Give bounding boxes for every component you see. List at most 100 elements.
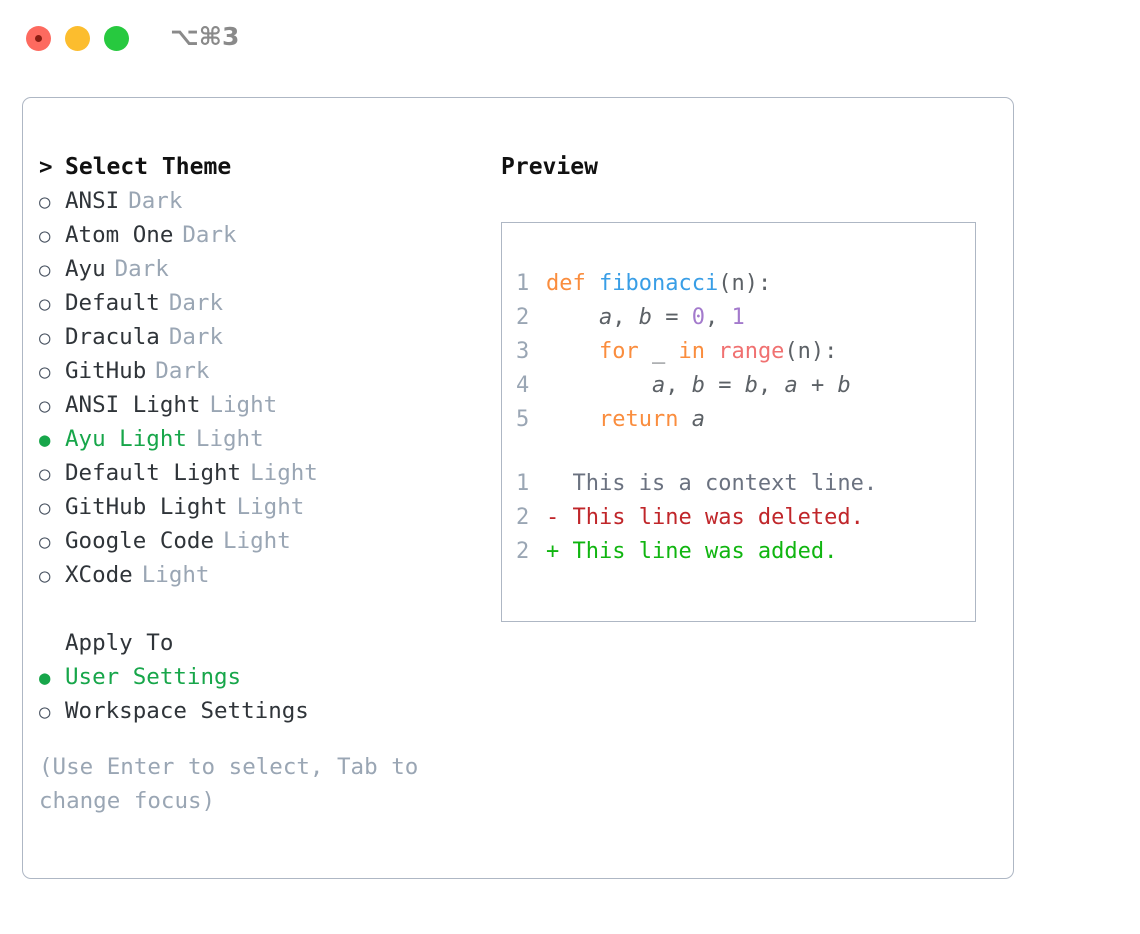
radio-unselected-icon[interactable]: ○: [39, 259, 51, 281]
theme-option-github[interactable]: ○ GitHub Dark: [39, 354, 489, 388]
diff-sign: +: [546, 539, 573, 564]
theme-option-github-light[interactable]: ○ GitHub Light Light: [39, 490, 489, 524]
code-content: for _ in range(n):: [546, 335, 837, 369]
radio-unselected-icon[interactable]: ○: [39, 497, 51, 519]
theme-option-default[interactable]: ○ Default Dark: [39, 286, 489, 320]
theme-picker: > Select Theme ○ ANSI Dark ○ Atom One Da…: [39, 150, 489, 818]
close-button[interactable]: [26, 26, 51, 51]
diff-line-deleted: 2 - This line was deleted.: [516, 501, 975, 535]
code-token: =: [704, 373, 745, 398]
radio-unselected-icon[interactable]: ○: [39, 225, 51, 247]
theme-option-label: ANSI: [65, 188, 120, 214]
code-line: 2 a, b = 0, 1: [516, 301, 975, 335]
theme-option-tag: Dark: [114, 256, 169, 282]
code-token: range: [718, 339, 785, 364]
maximize-button[interactable]: [104, 26, 129, 51]
code-token: ,: [665, 373, 692, 398]
caret-icon: >: [39, 154, 53, 180]
line-number: 1: [516, 271, 530, 296]
theme-option-label: ANSI Light: [65, 392, 201, 418]
code-token: b: [744, 373, 758, 398]
title-bar: ⌥⌘3: [0, 0, 1140, 76]
code-token: (n):: [784, 339, 838, 364]
code-token: return: [598, 407, 692, 432]
radio-unselected-icon[interactable]: ○: [39, 293, 51, 315]
theme-option-ansi[interactable]: ○ ANSI Dark: [39, 184, 489, 218]
diff-sign: -: [546, 505, 573, 530]
code-token: _: [651, 339, 666, 364]
theme-option-tag: Light: [236, 494, 305, 520]
code-token: [546, 373, 652, 398]
theme-option-label: XCode: [65, 562, 133, 588]
code-token: def: [546, 271, 599, 296]
theme-picker-header: > Select Theme: [39, 150, 489, 184]
diff-line-added: 2 + This line was added.: [516, 535, 975, 569]
theme-option-atom-one[interactable]: ○ Atom One Dark: [39, 218, 489, 252]
code-token: =: [651, 305, 692, 330]
radio-unselected-icon[interactable]: ○: [39, 361, 51, 383]
code-token: a: [598, 305, 613, 330]
theme-option-google-code[interactable]: ○ Google Code Light: [39, 524, 489, 558]
diff-text: This is a context line.: [572, 471, 878, 496]
theme-option-label: Default Light: [65, 460, 242, 486]
diff-line-context: 1 This is a context line.: [516, 467, 975, 501]
apply-to-option-label: Workspace Settings: [65, 698, 309, 724]
diff-spacer: [516, 437, 975, 467]
line-number: 5: [516, 407, 530, 432]
theme-option-tag: Light: [141, 562, 210, 588]
radio-unselected-icon[interactable]: ○: [39, 701, 51, 723]
theme-option-tag: Dark: [182, 222, 237, 248]
radio-selected-icon[interactable]: ●: [39, 429, 51, 451]
code-line: 3 for _ in range(n):: [516, 335, 975, 369]
diff-text: This line was deleted.: [572, 505, 864, 530]
code-token: fibonacci: [598, 271, 719, 296]
theme-option-dracula[interactable]: ○ Dracula Dark: [39, 320, 489, 354]
minimize-button[interactable]: [65, 26, 90, 51]
preview-title: Preview: [501, 154, 598, 180]
diff-text: This line was added.: [572, 539, 838, 564]
line-number: 3: [516, 339, 530, 364]
theme-option-tag: Light: [209, 392, 278, 418]
line-number: 2: [516, 505, 530, 530]
theme-option-label: Ayu: [65, 256, 106, 282]
line-number: 2: [516, 305, 530, 330]
theme-option-xcode[interactable]: ○ XCode Light: [39, 558, 489, 592]
line-number: 4: [516, 373, 530, 398]
code-token: b: [691, 373, 705, 398]
theme-option-ansi-light[interactable]: ○ ANSI Light Light: [39, 388, 489, 422]
apply-to-option-user-settings[interactable]: ● User Settings: [39, 660, 489, 694]
radio-unselected-icon[interactable]: ○: [39, 531, 51, 553]
theme-option-default-light[interactable]: ○ Default Light Light: [39, 456, 489, 490]
apply-to-option-workspace-settings[interactable]: ○ Workspace Settings: [39, 694, 489, 728]
line-number: 2: [516, 539, 530, 564]
theme-option-label: Ayu Light: [65, 426, 187, 452]
theme-option-tag: Dark: [155, 358, 210, 384]
code-token: (n):: [718, 271, 772, 296]
code-token: a: [651, 373, 666, 398]
theme-option-tag: Dark: [168, 290, 224, 316]
theme-option-label: Dracula: [65, 324, 160, 350]
code-token: +: [797, 373, 838, 398]
code-token: [546, 339, 599, 364]
code-line: 1 def fibonacci(n):: [516, 267, 975, 301]
radio-selected-icon[interactable]: ●: [39, 667, 51, 689]
theme-option-tag: Dark: [168, 324, 224, 350]
radio-unselected-icon[interactable]: ○: [39, 191, 51, 213]
theme-option-tag: Dark: [128, 188, 183, 214]
preview-box: 1 def fibonacci(n): 2 a, b = 0, 1 3 for …: [501, 222, 976, 622]
theme-option-label: GitHub: [65, 358, 147, 384]
radio-unselected-icon[interactable]: ○: [39, 463, 51, 485]
section-spacer: [39, 592, 489, 626]
radio-unselected-icon[interactable]: ○: [39, 327, 51, 349]
theme-option-ayu-light[interactable]: ● Ayu Light Light: [39, 422, 489, 456]
radio-unselected-icon[interactable]: ○: [39, 565, 51, 587]
code-token: ,: [757, 373, 785, 398]
code-token: ,: [704, 305, 732, 330]
theme-option-ayu[interactable]: ○ Ayu Dark: [39, 252, 489, 286]
apply-to-header: ○ Apply To: [39, 626, 489, 660]
radio-unselected-icon[interactable]: ○: [39, 395, 51, 417]
code-token: 1: [731, 305, 745, 330]
spacer-icon: ○: [39, 627, 65, 661]
code-token: for: [598, 339, 652, 364]
